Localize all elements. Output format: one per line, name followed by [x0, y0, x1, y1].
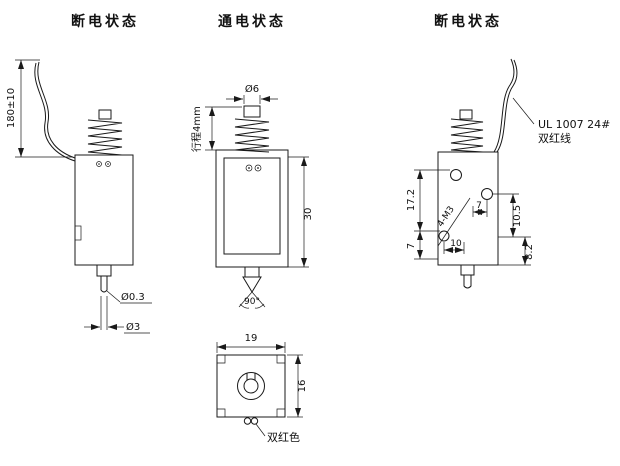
- dim-stroke: 行程4mm: [190, 106, 242, 152]
- right-plunger: [460, 264, 475, 289]
- dim-10-pitch: 10: [443, 239, 465, 254]
- right-lead-wire: [493, 58, 518, 153]
- bottom-wire-label: 双红色: [267, 430, 300, 444]
- left-view-title: 断电状态: [71, 13, 139, 30]
- dim-7-pitch: 7: [472, 200, 488, 217]
- middle-frame: [215, 149, 289, 268]
- wire-spec-callout: UL 1007 24# 双红线: [512, 97, 610, 145]
- dim-7-pitch-text: 7: [476, 201, 482, 211]
- dim-stroke-text: 行程4mm: [190, 106, 203, 152]
- left-lead-wire: [34, 61, 76, 162]
- wire-spec-line2: 双红线: [538, 131, 571, 145]
- dim-base-depth: 16: [287, 354, 308, 418]
- dim-8-2: 8.2: [498, 237, 535, 266]
- dim-8-2-text: 8.2: [524, 244, 535, 260]
- dim-plunger-dia-text: Ø3: [126, 321, 140, 333]
- dim-tip-pin-dia-text: Ø0.3: [121, 291, 145, 303]
- dim-10-5-text: 10.5: [512, 205, 523, 227]
- dim-base-width: 19: [216, 333, 286, 353]
- dim-frame-height-text: 30: [303, 208, 314, 221]
- bottom-wire-exits: 双红色: [243, 417, 300, 444]
- dim-shaft-dia-text: Ø6: [245, 83, 259, 95]
- dim-wire-length: 180±10: [6, 59, 73, 158]
- dim-base-depth-text: 16: [297, 380, 308, 393]
- dim-frame-height: 30: [288, 156, 314, 268]
- dim-tip-angle: 90°: [238, 291, 266, 309]
- middle-spring-coil: [234, 118, 270, 153]
- dim-plunger-dia: Ø3: [84, 296, 150, 334]
- dim-10-pitch-text: 10: [450, 239, 462, 249]
- dim-base-width-text: 19: [245, 333, 258, 344]
- left-solenoid-body: [74, 154, 134, 266]
- left-spring-coil: [87, 109, 123, 156]
- dim-7-left: 7: [406, 231, 438, 260]
- thread-spec-text: 4-M3: [436, 205, 457, 229]
- middle-plunger-cone: [242, 266, 262, 293]
- dim-tip-pin-dia: Ø0.3: [106, 290, 152, 304]
- right-spring-coil: [450, 109, 484, 153]
- middle-shaft: [243, 105, 261, 118]
- base-plate: [216, 354, 286, 418]
- dim-10-5: 10.5: [493, 193, 531, 238]
- dim-17-2-text: 17.2: [406, 189, 417, 211]
- right-view-solenoid: UL 1007 24# 双红线 4-M3 17: [406, 58, 610, 289]
- middle-view-solenoid: Ø6 行程4mm 30: [190, 83, 314, 309]
- dim-tip-angle-text: 90°: [244, 297, 260, 307]
- middle-view-title: 通电状态: [218, 13, 286, 30]
- left-view-solenoid: 180±10 Ø0.3 Ø3: [6, 59, 152, 334]
- wire-spec-line1: UL 1007 24#: [538, 118, 610, 131]
- dim-7-left-text: 7: [406, 243, 417, 249]
- bottom-view-base: 19 16 双红色: [216, 333, 308, 444]
- right-view-title: 断电状态: [434, 13, 502, 30]
- dim-shaft-dia: Ø6: [226, 83, 278, 104]
- dim-wire-length-text: 180±10: [6, 88, 17, 128]
- left-plunger: [96, 264, 112, 293]
